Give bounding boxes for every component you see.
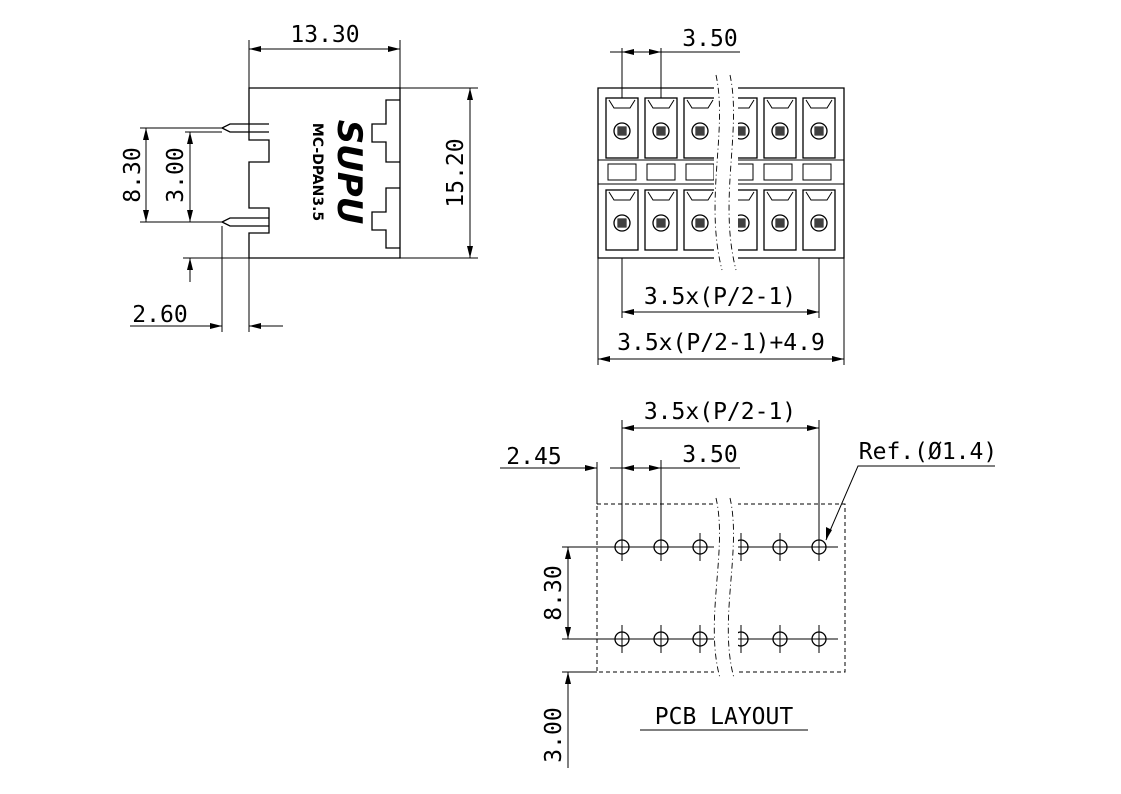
pcb-edge-dimension: 2.45 — [506, 444, 561, 470]
brand-logo: SUPU — [329, 120, 369, 225]
hole-diameter-label: Ref.(Ø1.4) — [859, 439, 997, 465]
side-pin-bottom — [220, 217, 269, 227]
pcb-offset-dimension: 3.00 — [541, 707, 567, 762]
front-span-dimension: 3.5x(P/2-1) — [644, 284, 796, 310]
model-text: MC-DPAN3.5 — [309, 123, 325, 221]
pin-offset-dimension: 2.60 — [132, 302, 187, 328]
side-pin-top — [220, 123, 269, 133]
side-view: SUPU MC-DPAN3.5 13.30 15.20 8.30 3.00 2.… — [120, 22, 478, 332]
pin-row-inner-dimension: 3.00 — [163, 147, 189, 202]
front-pitch-dimension: 3.50 — [682, 26, 737, 52]
pcb-span-dimension: 3.5x(P/2-1) — [644, 399, 796, 425]
side-notch-bottom — [371, 187, 400, 249]
width-dimension: 13.30 — [290, 22, 359, 48]
front-break-line — [714, 74, 738, 271]
front-view: 3.50 3.5x(P/2-1) 3.5x(P/2-1)+4.9 — [597, 26, 845, 365]
pcb-pitch-dimension: 3.50 — [682, 442, 737, 468]
height-dimension: 15.20 — [443, 138, 469, 207]
pcb-layout-title: PCB LAYOUT — [655, 704, 794, 730]
side-notch-top — [371, 99, 400, 163]
pcb-row-pitch-dimension: 8.30 — [541, 565, 567, 620]
pcb-break-line — [713, 497, 738, 679]
front-overall-dimension: 3.5x(P/2-1)+4.9 — [617, 330, 825, 356]
pin-row-outer-dimension: 8.30 — [120, 147, 146, 202]
pcb-layout: 3.5x(P/2-1) 2.45 3.50 Ref.(Ø1.4) 8.30 3.… — [500, 399, 997, 768]
